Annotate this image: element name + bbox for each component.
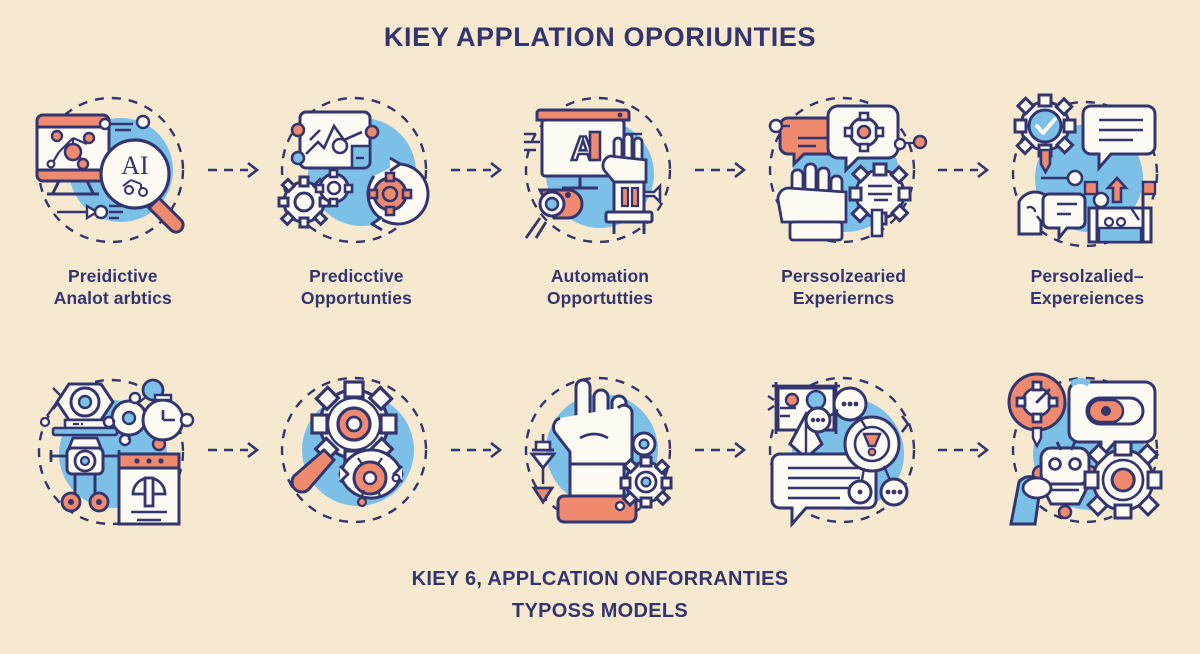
svg-text:AI: AI	[121, 151, 148, 180]
step-item[interactable]	[266, 362, 448, 545]
footer-line-1: KIEY 6, APPLCATION ONFORRANTIES	[411, 568, 789, 590]
ai-screen-robot-arm-icon: A	[510, 82, 690, 257]
gear-magnifier-eye-icon	[266, 362, 446, 537]
dashed-arrow-right-icon	[934, 82, 996, 257]
chat-bubbles-robot-hand-gear-icon	[754, 82, 934, 257]
step-item[interactable]: Perssolzearied Experierncs	[753, 82, 935, 310]
step-item[interactable]	[22, 362, 204, 545]
footer-line-2: TYPOSS MODELS	[511, 600, 689, 622]
chart-card-gears-refresh-icon	[266, 82, 446, 257]
step-item[interactable]	[753, 362, 935, 545]
step-label-line1: Automation	[550, 266, 650, 286]
step-item[interactable]	[509, 362, 691, 545]
dashed-arrow-right-icon	[691, 82, 753, 257]
step-item[interactable]	[996, 362, 1178, 545]
top-row: AI Preidictive Analot arbtics	[0, 82, 1200, 310]
step-label-line2: Opportutties	[546, 288, 654, 309]
dashed-arrow-right-icon	[447, 82, 509, 257]
page-title: KIEY APPLATION OPORIUNTIES	[383, 22, 817, 52]
step-label-line2: Experierncs	[792, 288, 895, 309]
board-pen-chatbubble-network-icon	[754, 362, 934, 537]
dashed-arrow-right-icon	[204, 362, 266, 537]
step-label: Perssolzearied Experierncs	[781, 265, 906, 310]
step-label-line1: Perssolzearied	[781, 266, 907, 286]
step-label: Automation Opportutties	[547, 265, 653, 310]
step-label: Predicctive Opportunties	[301, 265, 412, 310]
dashed-arrow-right-icon	[691, 362, 753, 537]
step-label-line2: Opportunties	[300, 288, 412, 309]
footer-caption: KIEY 6, APPLCATION ONFORRANTIES TYPOSS M…	[0, 568, 1200, 623]
bottom-row	[0, 362, 1200, 545]
step-label-line1: Persolzalied–	[1030, 266, 1144, 286]
dashed-arrow-right-icon	[447, 362, 509, 537]
step-label-line2: Analot arbtics	[53, 288, 172, 309]
dashed-arrow-right-icon	[934, 362, 996, 537]
robot-toggle-chat-gear-icon	[997, 362, 1177, 537]
monitor-network-magnifier-ai-icon: AI	[23, 82, 203, 257]
step-label: Persolzalied– Expereiences	[1030, 265, 1144, 310]
projector-molecule-robot-kiosk-icon	[23, 362, 203, 537]
step-label-line2: Expereiences	[1030, 288, 1145, 309]
step-label: Preidictive Analot arbtics	[54, 265, 172, 310]
robot-hand-gear-pin-icon	[510, 362, 690, 537]
step-item[interactable]: A	[509, 82, 691, 310]
dashed-arrow-right-icon	[204, 82, 266, 257]
step-label-line1: Preidictive	[67, 266, 158, 286]
step-item[interactable]: AI Preidictive Analot arbtics	[22, 82, 204, 310]
step-item[interactable]: Predicctive Opportunties	[266, 82, 448, 310]
step-item[interactable]: Persolzalied– Expereiences	[996, 82, 1178, 310]
step-label-line1: Predicctive	[309, 266, 404, 286]
gear-check-chatbubble-person-chart-icon	[997, 82, 1177, 257]
